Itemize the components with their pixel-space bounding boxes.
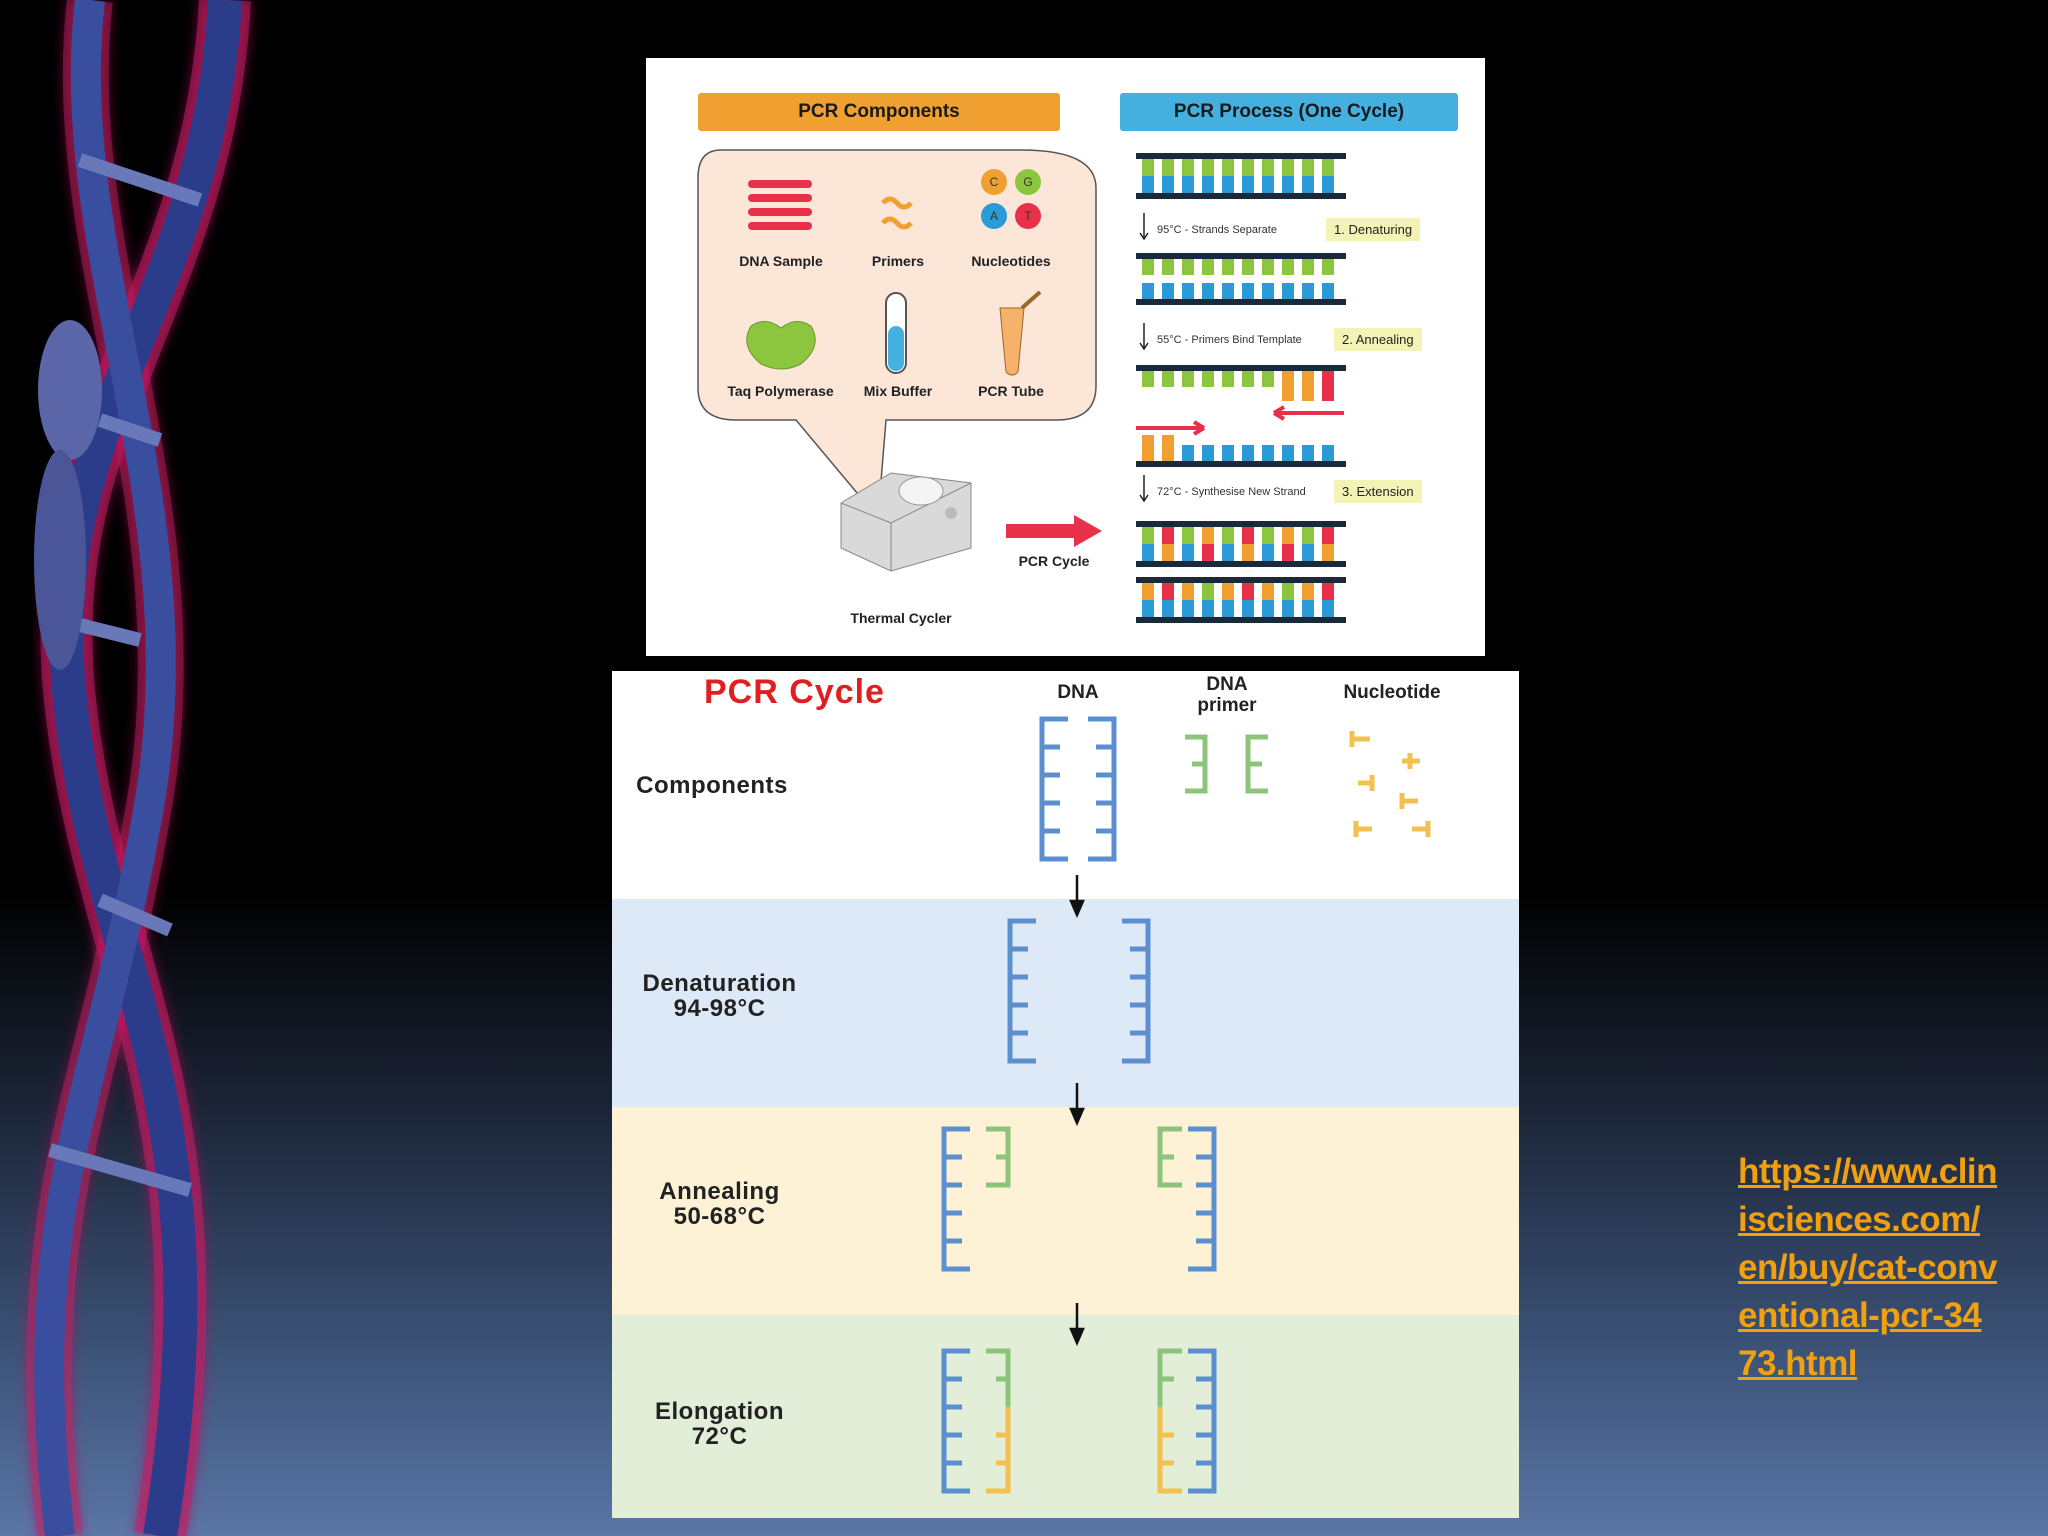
pcr-process-header: PCR Process (One Cycle)	[1120, 93, 1458, 131]
step-note: 95°C - Strands Separate	[1157, 224, 1277, 236]
primers-icon	[881, 196, 913, 230]
pcr-cycle-label: PCR Cycle	[1018, 553, 1090, 569]
annealed-primers	[986, 1126, 1182, 1188]
stage-components: Components	[612, 773, 812, 798]
nucleotide-letter: T	[1024, 209, 1032, 223]
taq-polymerase-icon	[746, 321, 816, 370]
pcr-cycle-arrow-icon	[1006, 515, 1102, 547]
separated-strands	[1010, 921, 1148, 1061]
column-header-dna-primer: DNA primer	[1197, 674, 1257, 716]
pcr-process-strands	[1136, 153, 1346, 623]
stage-name: Denaturation	[642, 970, 797, 997]
mix-buffer-icon	[885, 292, 907, 374]
component-label: Primers	[871, 253, 925, 269]
component-label: PCR Tube	[978, 383, 1044, 399]
new-strand-extension	[986, 1407, 1182, 1494]
source-link[interactable]: https://www.clinisciences.com/en/buy/cat…	[1738, 1152, 1998, 1383]
band-elongation	[612, 1315, 1519, 1518]
pcr-cycle-figure: PCR Cycle DNA DNA primer Nucleotide Comp…	[612, 671, 1519, 1518]
pcr-tube-icon	[999, 290, 1042, 376]
nucleotides-icon: C G A T	[981, 169, 1041, 229]
thermal-cycler-icon	[840, 472, 972, 572]
component-label: Taq Polymerase	[727, 383, 834, 399]
pcr-cycle-diagram	[612, 671, 1431, 1494]
nucleotide-letter: C	[990, 175, 999, 189]
stage-temp: 72°C	[691, 1423, 748, 1451]
pcr-components-figure: PCR Components PCR Process (One Cycle) D…	[646, 58, 1485, 656]
step-note: 72°C - Synthesise New Strand	[1157, 486, 1306, 498]
component-label: Nucleotides	[971, 253, 1051, 269]
step-tag: 3. Extension	[1334, 480, 1422, 503]
nucleotide-letter: A	[990, 209, 998, 223]
step-tag: 2. Annealing	[1334, 328, 1422, 351]
column-header-dna: DNA	[1057, 682, 1099, 703]
thermal-cycler-label: Thermal Cycler	[850, 610, 952, 626]
band-annealing	[612, 1107, 1519, 1315]
dna-double-strand	[1042, 719, 1114, 859]
stage-temp: 94-98°C	[673, 995, 766, 1023]
step-note: 55°C - Primers Bind Template	[1157, 334, 1302, 346]
dna-helix-illustration	[26, 0, 251, 1536]
component-label: DNA Sample	[739, 253, 823, 269]
stage-temp: 50-68°C	[673, 1203, 766, 1231]
nucleotide-letter: G	[1023, 175, 1032, 189]
component-label: Mix Buffer	[863, 383, 933, 399]
nucleotide-marks	[1349, 731, 1431, 837]
pcr-components-header: PCR Components	[698, 93, 1060, 131]
stage-name: Elongation	[655, 1398, 784, 1425]
stage-name: Components	[636, 772, 788, 799]
dna-sample-icon	[748, 180, 812, 230]
stage-name: Annealing	[659, 1178, 780, 1205]
column-header-nucleotide: Nucleotide	[1343, 682, 1441, 703]
band-denaturation	[612, 899, 1519, 1107]
pcr-cycle-title: PCR Cycle	[704, 673, 885, 711]
step-tag: 1. Denaturing	[1326, 218, 1421, 241]
elongation-strands	[944, 1351, 1214, 1491]
dna-primer-pair	[1185, 734, 1268, 794]
annealing-strands	[944, 1129, 1214, 1269]
